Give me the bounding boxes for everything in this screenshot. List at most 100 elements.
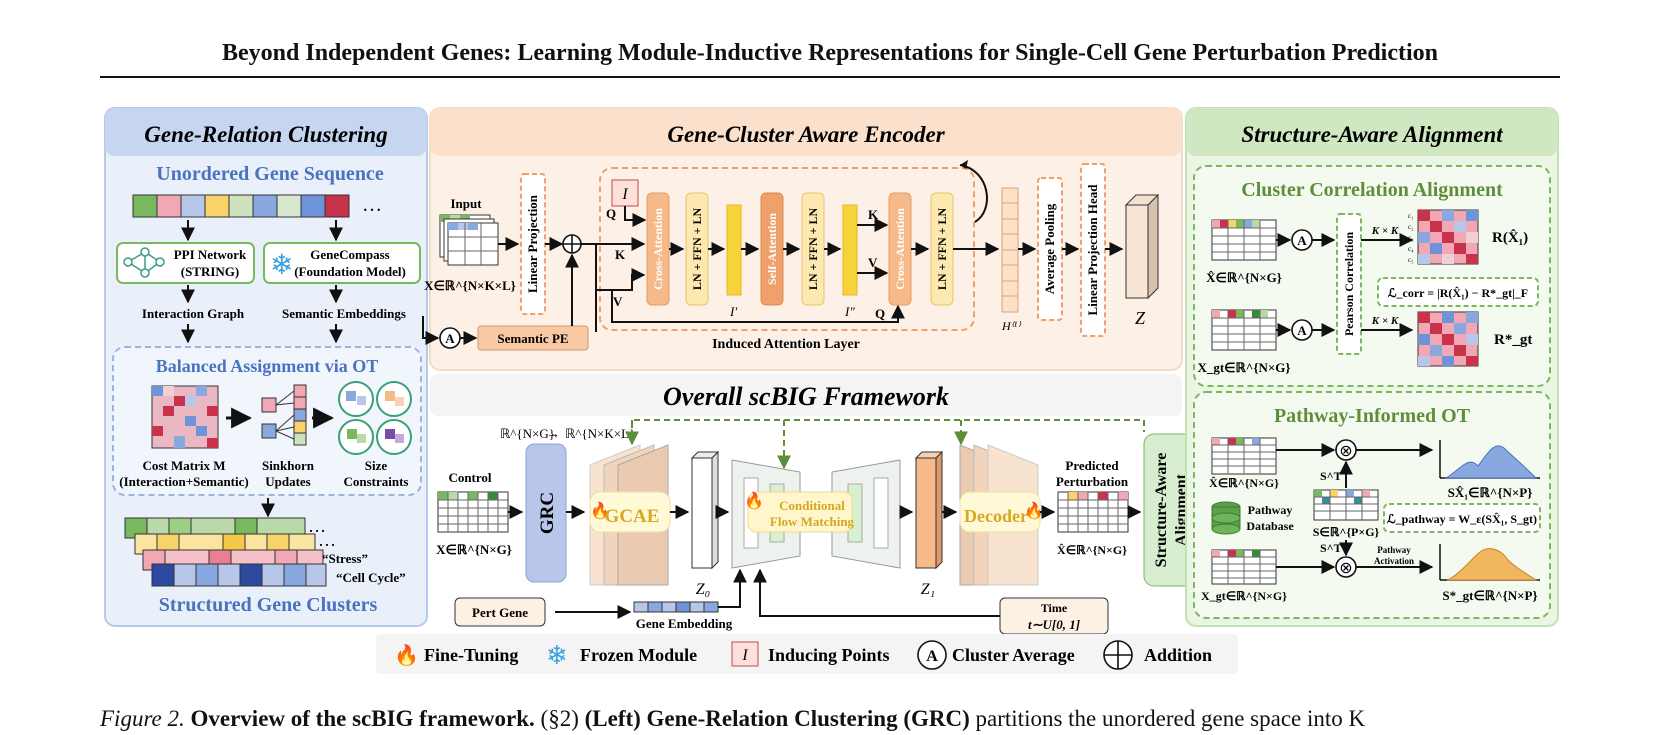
svg-text:LN + FFN + LN: LN + FFN + LN [935, 207, 949, 290]
svg-text:t∼U[0, 1]: t∼U[0, 1] [1028, 617, 1080, 632]
v-label-1: V [613, 294, 623, 309]
svg-text:c₃: c₃ [1408, 234, 1414, 242]
svg-text:Activation: Activation [1374, 556, 1414, 566]
seq-ellipsis: … [362, 194, 382, 216]
h1-tensor [1001, 187, 1019, 313]
snowflake-icon: ❄ [270, 250, 293, 281]
size-constraint-bins [338, 381, 412, 455]
ppi-network-box [116, 242, 255, 284]
fire-icon: 🔥 [394, 643, 419, 667]
svg-text:K × K: K × K [1371, 225, 1399, 237]
svg-text:ℒ_pathway = W_ε(SX̂₁, S_gt): ℒ_pathway = W_ε(SX̂₁, S_gt) [1387, 512, 1537, 526]
svg-text:c₅: c₅ [1408, 256, 1414, 264]
cost-line1: Cost Matrix M [142, 458, 225, 473]
predicted-matrix [1057, 491, 1129, 533]
svg-text:ℝ^{N×K×L}: ℝ^{N×K×L} [565, 426, 635, 441]
pert-gene-box [454, 597, 546, 627]
caption-rest: partitions the unordered gene space into… [975, 706, 1366, 731]
svg-text:Z₁: Z₁ [921, 581, 935, 598]
svg-text:Perturbation: Perturbation [1056, 474, 1129, 489]
sinkhorn-line2: Updates [265, 474, 311, 489]
genecompass-line2: (Foundation Model) [294, 264, 406, 279]
svg-text:Addition: Addition [1144, 645, 1212, 665]
svg-text:X̂∈ℝ^{N×G}: X̂∈ℝ^{N×G} [1057, 543, 1127, 557]
svg-text:H⁽¹⁾: H⁽¹⁾ [1001, 319, 1021, 333]
z1-tensor [915, 457, 937, 569]
svg-text:Z₀: Z₀ [696, 581, 710, 598]
svg-text:X_gt∈ℝ^{N×G}: X_gt∈ℝ^{N×G} [1201, 589, 1287, 603]
control-matrix [437, 491, 509, 533]
structure-aware-alignment-panel: Structure-Aware Alignment Cluster Correl… [1185, 107, 1559, 627]
svg-text:…: … [318, 530, 336, 550]
xhat2-matrix [1211, 437, 1277, 475]
svg-text:Pathway: Pathway [1377, 545, 1411, 555]
saa-title: Structure-Aware Alignment [1241, 122, 1503, 147]
cell-cycle-label: “Cell Cycle” [336, 570, 406, 585]
svg-text:Predicted: Predicted [1065, 458, 1119, 473]
svg-text:Pearson Correlation: Pearson Correlation [1342, 232, 1356, 336]
svg-text:Average Pooling: Average Pooling [1042, 203, 1057, 294]
interaction-graph-label: Interaction Graph [142, 306, 245, 321]
svg-text:I: I [621, 186, 628, 203]
svg-text:Time: Time [1041, 601, 1068, 615]
svg-text:A: A [1297, 233, 1307, 248]
ppi-line1: PPI Network [174, 247, 247, 262]
svg-text:Control: Control [448, 470, 491, 485]
svg-text:Pathway-Informed OT: Pathway-Informed OT [1274, 405, 1471, 427]
genecompass-box [263, 242, 421, 284]
svg-text:Inducing Points: Inducing Points [768, 645, 890, 665]
gene-relation-clustering-panel: Gene-Relation Clustering Unordered Gene … [104, 107, 428, 627]
semantic-embeddings-label: Semantic Embeddings [282, 306, 406, 321]
z0-tensor [691, 457, 713, 569]
r-gt-heatmap [1417, 311, 1479, 367]
caption-left: (Left) Gene-Relation Clustering (GRC) [584, 706, 970, 731]
fire-icon-decoder: 🔥 [1024, 501, 1044, 520]
svg-text:I″: I″ [844, 304, 855, 319]
semantic-pe-block [477, 325, 589, 351]
z-tensor [1124, 193, 1160, 300]
svg-text:R*_gt: R*_gt [1494, 332, 1532, 348]
svg-text:I: I [741, 647, 748, 664]
s-pg-matrix [1313, 489, 1379, 521]
encoder-title: Gene-Cluster Aware Encoder [667, 122, 945, 147]
svg-text:Fine-Tuning: Fine-Tuning [424, 645, 518, 665]
input-tensor [439, 214, 499, 266]
s-x1-histogram [1439, 440, 1540, 479]
svg-text:X_gt∈ℝ^{N×G}: X_gt∈ℝ^{N×G} [1197, 360, 1290, 375]
database-icon [1211, 501, 1241, 535]
v-label-2: V [868, 255, 878, 270]
figure-caption: Figure 2. Overview of the scBIG framewor… [100, 706, 1600, 732]
paper-header: Beyond Independent Genes: Learning Modul… [222, 40, 1438, 66]
svg-text:Cluster Correlation Alignment: Cluster Correlation Alignment [1241, 179, 1503, 201]
cluster-average-symbol: A [439, 327, 461, 349]
svg-text:X̂∈ℝ^{N×G}: X̂∈ℝ^{N×G} [1209, 476, 1279, 490]
svg-text:Frozen Module: Frozen Module [580, 645, 697, 665]
input-label: Input [450, 196, 482, 211]
fire-icon-cfm: 🔥 [744, 491, 764, 510]
svg-text:Database: Database [1246, 519, 1294, 533]
gene-embedding-strip [633, 601, 719, 613]
balanced-ot-box [112, 346, 422, 496]
svg-text:Cross-Attention: Cross-Attention [651, 208, 665, 290]
k-label-2: K [868, 207, 879, 222]
r-hat-heatmap [1417, 209, 1479, 265]
svg-text:Z: Z [1135, 308, 1146, 328]
addition-legend-icon [1103, 640, 1133, 670]
x-nkl-label: X∈ℝ^{N×K×L} [424, 278, 516, 293]
cluster-stack: … … [124, 516, 336, 587]
q-label-1: Q [606, 206, 616, 221]
cost-matrix [151, 385, 219, 449]
svg-text:c₁: c₁ [1408, 212, 1414, 220]
induced-attention-layer-box [599, 167, 975, 331]
svg-text:Self-Attention: Self-Attention [765, 213, 779, 285]
svg-text:X̂∈ℝ^{N×G}: X̂∈ℝ^{N×G} [1206, 270, 1282, 285]
s-gt-histogram [1439, 544, 1540, 581]
unordered-seq-title: Unordered Gene Sequence [156, 163, 384, 185]
gene-cluster-encoder-panel: Gene-Cluster Aware Encoder Input X∈ℝ^{N×… [422, 107, 1183, 371]
induced-attention-layer-label: Induced Attention Layer [712, 337, 860, 352]
size-line1: Size [365, 458, 388, 473]
svg-text:Pathway: Pathway [1248, 503, 1293, 517]
xhat-matrix [1211, 219, 1277, 261]
svg-text:ℒ_corr = |R(X̂₁) − R*_gt|_F: ℒ_corr = |R(X̂₁) − R*_gt|_F [1388, 286, 1528, 300]
